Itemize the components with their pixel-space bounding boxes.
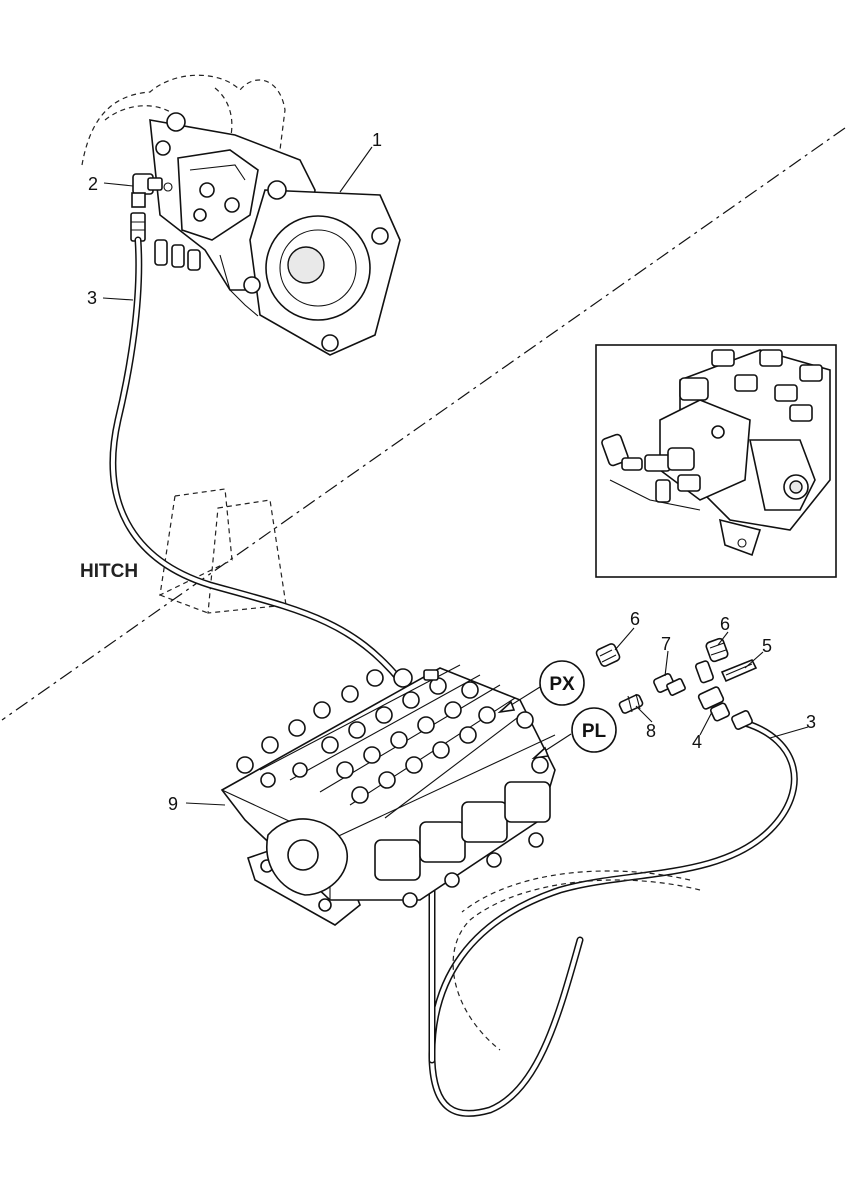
hitch-label: HITCH bbox=[80, 561, 138, 582]
detail-inset bbox=[595, 344, 837, 578]
hose-lower bbox=[428, 719, 798, 1117]
callout-4: 4 bbox=[692, 732, 702, 752]
control-valve bbox=[220, 664, 556, 926]
callout-2: 2 bbox=[88, 174, 98, 194]
svg-text:PL: PL bbox=[582, 721, 607, 742]
callout-6-px: 6 bbox=[630, 609, 640, 629]
elbow-valve bbox=[653, 673, 686, 696]
svg-text:PX: PX bbox=[549, 674, 575, 695]
port-pl-bubble: PL bbox=[571, 707, 617, 753]
port-px-bubble: PX bbox=[539, 660, 585, 706]
callout-9: 9 bbox=[168, 794, 178, 814]
pump-assembly bbox=[81, 74, 401, 356]
hose-upper bbox=[109, 236, 404, 684]
adapter bbox=[618, 693, 644, 714]
cap-px bbox=[595, 643, 621, 667]
hitch-outline bbox=[159, 488, 287, 614]
center-line bbox=[1, 127, 846, 721]
callout-1: 1 bbox=[372, 130, 382, 150]
leader-lines bbox=[102, 146, 809, 806]
callout-5: 5 bbox=[762, 636, 772, 656]
callout-3-upper: 3 bbox=[87, 288, 97, 308]
elbow-fitting bbox=[130, 173, 173, 242]
cap-tee bbox=[705, 637, 729, 663]
callout-6-tee: 6 bbox=[720, 614, 730, 634]
callout-8: 8 bbox=[646, 721, 656, 741]
callout-3-lower: 3 bbox=[806, 712, 816, 732]
callout-7: 7 bbox=[661, 634, 671, 654]
tee bbox=[694, 660, 753, 730]
